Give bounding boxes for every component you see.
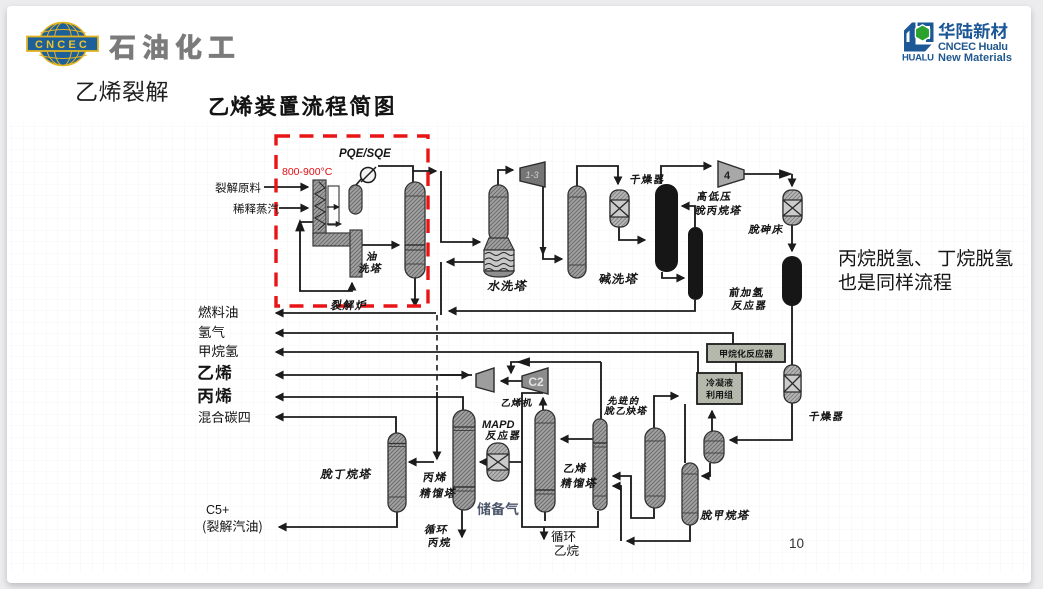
svg-text:10: 10	[789, 536, 804, 551]
svg-text:1-3: 1-3	[525, 170, 538, 180]
svg-text:CNCEC: CNCEC	[35, 39, 90, 51]
svg-text:CNCEC Hualu: CNCEC Hualu	[938, 41, 1008, 53]
svg-text:C2: C2	[528, 375, 544, 389]
svg-text:PQE/SQE: PQE/SQE	[339, 148, 391, 160]
svg-text:800-900°C: 800-900°C	[282, 166, 333, 178]
svg-text:C5+: C5+	[206, 503, 229, 517]
svg-text:HUALU: HUALU	[902, 53, 934, 64]
svg-text:New Materials: New Materials	[938, 52, 1012, 64]
svg-text:4: 4	[724, 170, 731, 182]
svg-text:MAPD: MAPD	[482, 419, 514, 431]
